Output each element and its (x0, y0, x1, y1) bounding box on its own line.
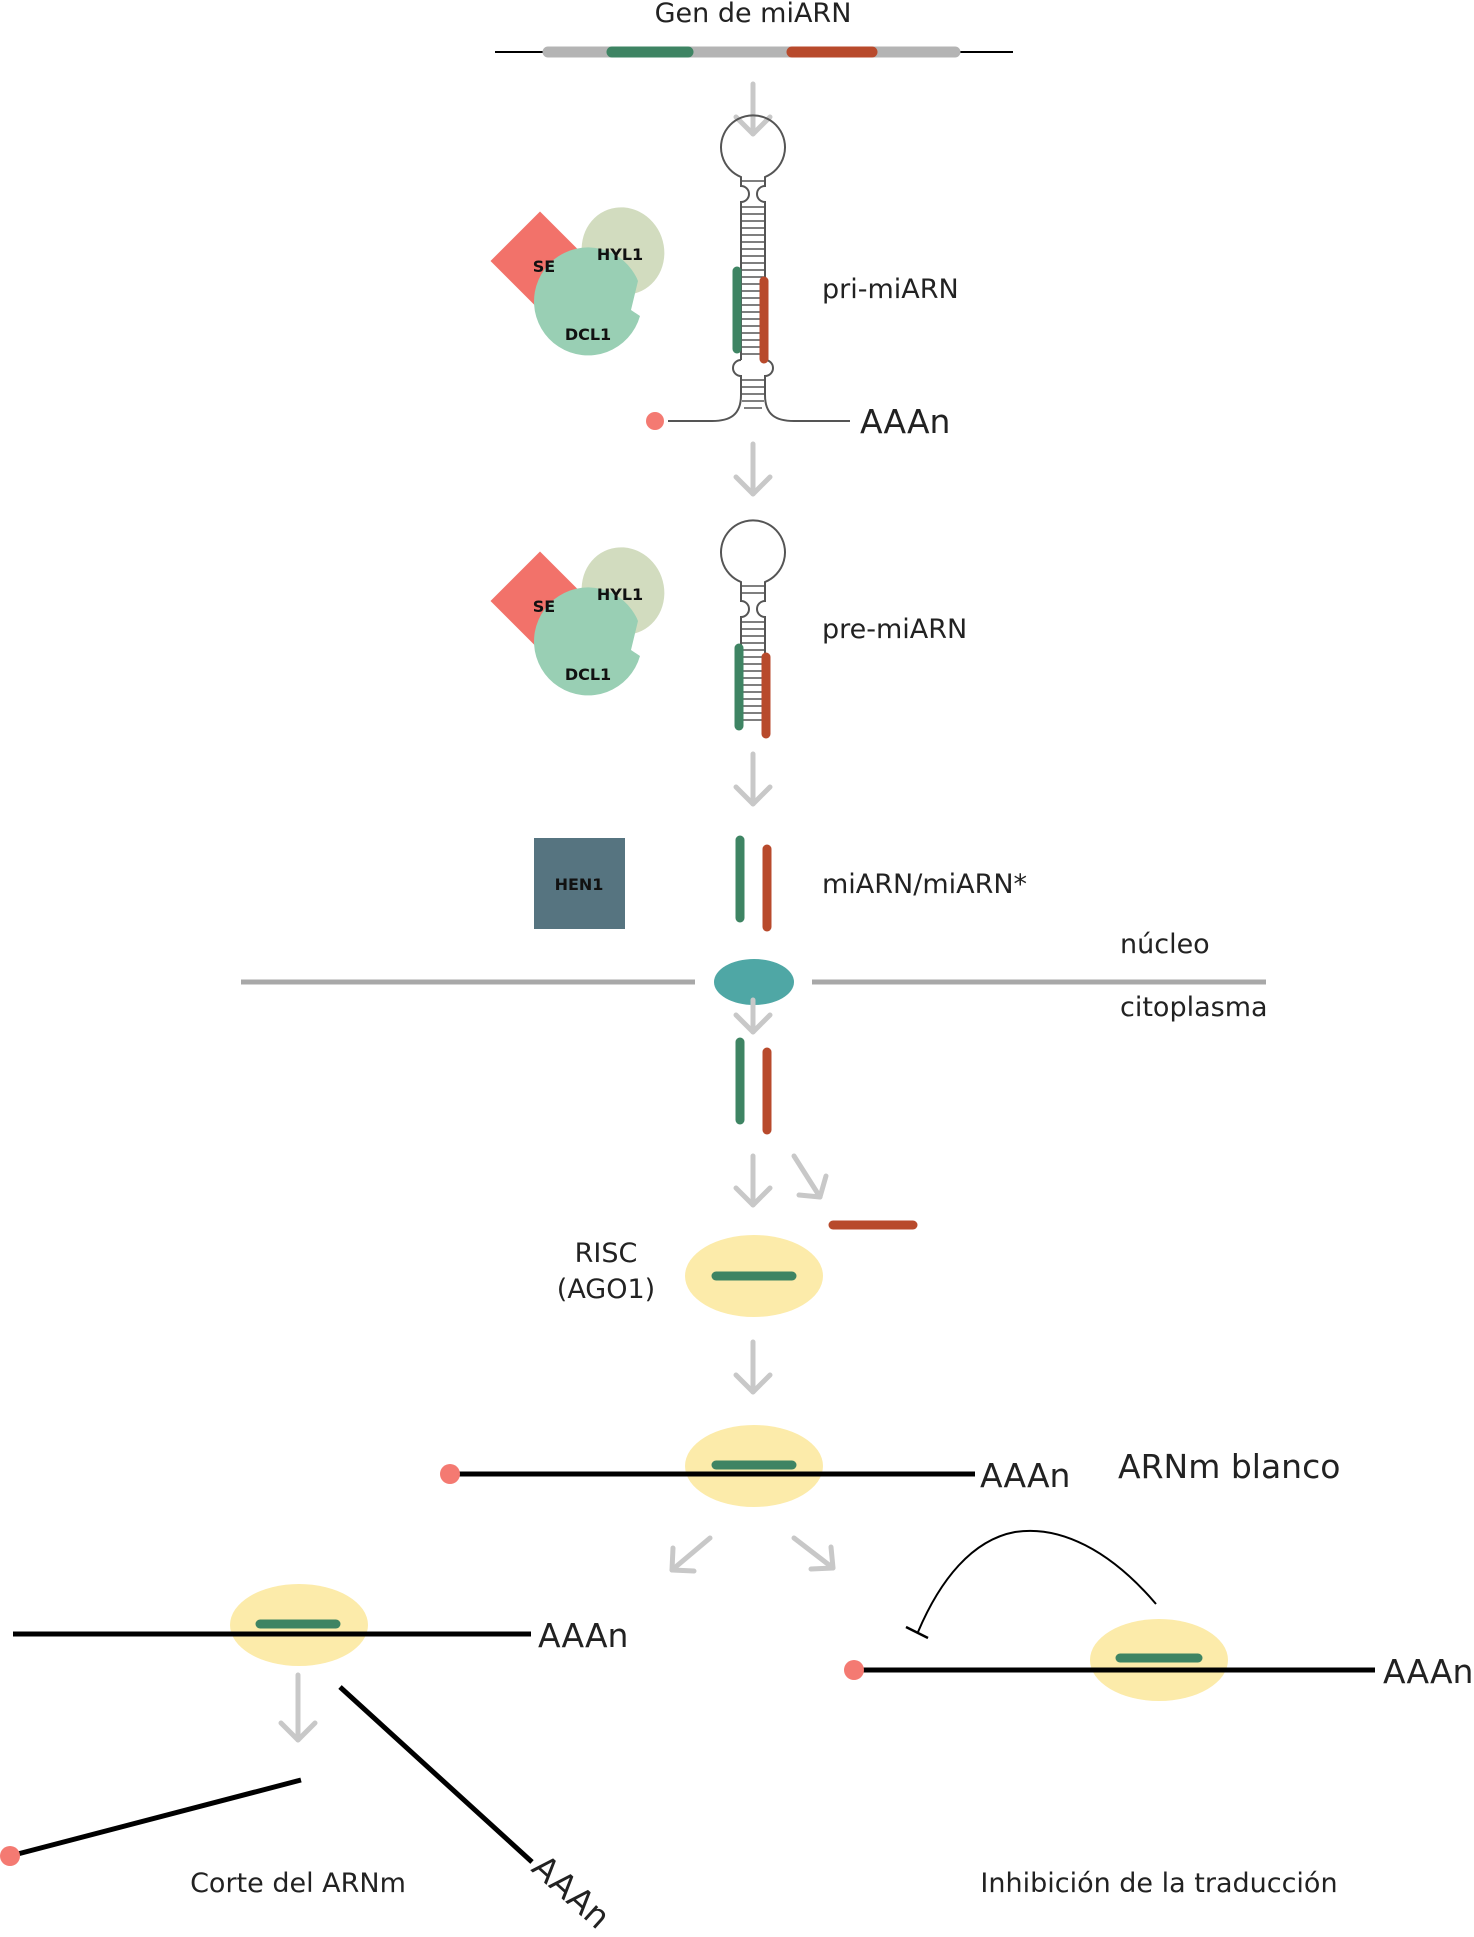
dcl1-protein (534, 587, 640, 696)
gene-label: Gen de miARN (655, 0, 852, 29)
arrow-pre-to-duplex (733, 751, 773, 807)
cytoplasm-label: citoplasma (1120, 992, 1268, 1023)
mirna-duplex-nucleus (735, 835, 772, 932)
cleavage-branch (13, 1584, 531, 1666)
inhibition-bar (905, 1625, 929, 1640)
five-prime-cap-fragment (0, 1846, 20, 1866)
target-polya-label: AAAn (980, 1456, 1070, 1495)
se-label: SE (533, 597, 555, 616)
dcl1-label: DCL1 (565, 665, 611, 684)
inhibition-branch (844, 1529, 1375, 1701)
arrow-to-target (733, 1339, 773, 1395)
target-label: ARNm blanco (1118, 1447, 1340, 1486)
arrow-to-risc (733, 1153, 773, 1208)
arrow-export (733, 997, 773, 1035)
ago1-label: (AGO1) (557, 1274, 655, 1305)
processing-complex-pre: SE HYL1 DCL1 (490, 547, 665, 696)
cleavage-label: Corte del ARNm (190, 1868, 406, 1899)
five-prime-cap-target (440, 1464, 460, 1484)
arrow-to-cleavage (278, 1672, 318, 1743)
cleavage-polya-label: AAAn (538, 1616, 628, 1655)
arrow-star-release (791, 1153, 829, 1200)
inhibition-label: Inhibición de la traducción (980, 1868, 1337, 1899)
hen1-label: HEN1 (555, 875, 604, 894)
dcl1-label: DCL1 (565, 325, 611, 344)
pre-pairs (741, 585, 765, 721)
hyl1-label: HYL1 (597, 245, 643, 264)
nuclear-exportin (714, 959, 794, 1005)
five-prime-fragment (9, 1777, 302, 1859)
processing-complex-pri: SE HYL1 DCL1 (490, 207, 665, 356)
risc-label: RISC (575, 1238, 638, 1269)
fragment-polya-label: AAAn (525, 1847, 618, 1937)
pri-lower-pairs (741, 379, 765, 409)
five-prime-cap-pri (646, 412, 664, 430)
pri-polya-label: AAAn (860, 402, 950, 441)
duplex-label: miARN/miARN* (822, 869, 1027, 900)
arrow-branch-cleavage (669, 1535, 713, 1574)
arrow-branch-inhibition (791, 1535, 836, 1572)
hyl1-label: HYL1 (597, 585, 643, 604)
pre-mirna-label: pre-miARN (822, 614, 967, 645)
cleaved-fragments (0, 1685, 534, 1866)
pri-mirna-label: pri-miARN (822, 274, 959, 305)
target-mrna (440, 1425, 975, 1507)
risc-complex (685, 1235, 823, 1317)
dcl1-protein (534, 247, 640, 356)
hen1-protein (534, 838, 625, 929)
inhibition-curve (917, 1529, 1157, 1633)
inhibition-polya-label: AAAn (1383, 1652, 1473, 1691)
se-label: SE (533, 257, 555, 276)
five-prime-cap-inhibition (844, 1660, 864, 1680)
pri-mirna-hairpin (646, 114, 850, 430)
arrow-transcription (733, 81, 773, 137)
arrow-pri-to-pre (733, 441, 773, 497)
mirna-duplex-cytoplasm (735, 1037, 772, 1135)
pre-mirna-hairpin (720, 519, 786, 739)
three-prime-fragment (338, 1685, 534, 1864)
nucleus-label: núcleo (1120, 929, 1210, 960)
